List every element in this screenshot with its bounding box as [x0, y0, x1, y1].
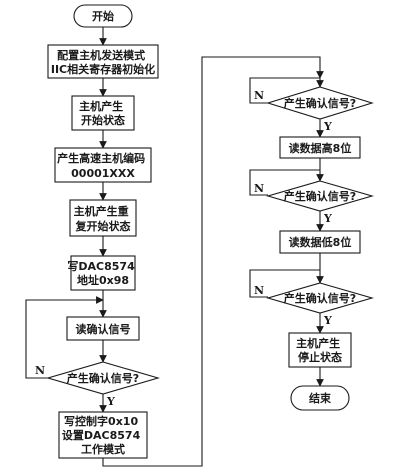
node-ack-decision-1: 产生确认信号?: [46, 361, 160, 395]
node-stop-text: 主机产生 停止状态: [296, 336, 344, 364]
node-stop: 主机产生 停止状态: [288, 332, 352, 368]
node-master-start-text: 主机产生 开始状态: [79, 99, 127, 127]
node-ack-decision-3: 产生确认信号?: [266, 180, 374, 212]
node-read-ack-text: 读确认信号: [76, 322, 131, 336]
label-yes-decision-1: Y: [106, 395, 115, 408]
node-config-text: 配置主机发送模式 IIC相关寄存器初始化: [51, 48, 155, 76]
node-start-text: 开始: [92, 9, 114, 23]
label-no-decision-4: N: [254, 284, 264, 297]
node-ack-decision-2-text: 产生确认信号?: [284, 96, 356, 110]
edge-decision-3-no-loop: [249, 169, 320, 196]
edge-labels: N Y N Y N Y N Y: [35, 89, 332, 408]
edges-right-column: [249, 77, 324, 387]
edge-decision-1-no-loop: [25, 296, 104, 379]
node-read-low: 读数据低8位: [279, 230, 361, 254]
node-write-ctrl: 写控制字0x10 设置DAC8574 工作模式: [58, 411, 148, 459]
edge-decision-4-no-loop: [249, 269, 320, 298]
label-no-decision-2: N: [254, 89, 264, 102]
node-read-low-text: 读数据低8位: [289, 235, 352, 249]
node-start: 开始: [73, 4, 133, 28]
edge-decision-2-no-loop: [249, 77, 320, 104]
node-ack-decision-3-text: 产生确认信号?: [284, 189, 356, 203]
node-ack-decision-2: 产生确认信号?: [266, 86, 374, 120]
label-no-decision-1: N: [35, 364, 45, 377]
node-config: 配置主机发送模式 IIC相关寄存器初始化: [47, 44, 159, 79]
label-yes-decision-2: Y: [323, 120, 332, 133]
node-end-text: 结束: [308, 391, 332, 405]
node-master-start: 主机产生 开始状态: [71, 95, 135, 131]
node-hs-code-text: 产生高速主机编码 00001XXX: [57, 151, 149, 180]
node-write-addr-text: 写DAC8574 地址0x98: [67, 260, 138, 287]
node-hs-code: 产生高速主机编码 00001XXX: [54, 147, 152, 183]
label-no-decision-3: N: [254, 182, 264, 195]
node-read-ack: 读确认信号: [66, 316, 140, 341]
node-read-high: 读数据高8位: [279, 136, 361, 159]
node-ack-decision-4-text: 产生确认信号?: [284, 291, 356, 305]
node-write-ctrl-text: 写控制字0x10 设置DAC8574 工作模式: [62, 414, 144, 456]
edges-left-column: [25, 27, 324, 467]
node-read-high-text: 读数据高8位: [289, 141, 352, 155]
edge-write-ctrl-to-right-column: [102, 56, 324, 467]
node-restart: 主机产生重 复开始状态: [69, 199, 137, 237]
label-yes-decision-4: Y: [323, 314, 332, 327]
node-ack-decision-4: 产生确认信号?: [266, 282, 374, 314]
label-yes-decision-3: Y: [323, 212, 332, 225]
node-restart-text: 主机产生重 复开始状态: [74, 204, 133, 233]
node-ack-decision-1-text: 产生确认信号?: [67, 371, 139, 385]
node-end: 结束: [290, 385, 350, 411]
node-write-addr: 写DAC8574 地址0x98: [67, 255, 138, 291]
